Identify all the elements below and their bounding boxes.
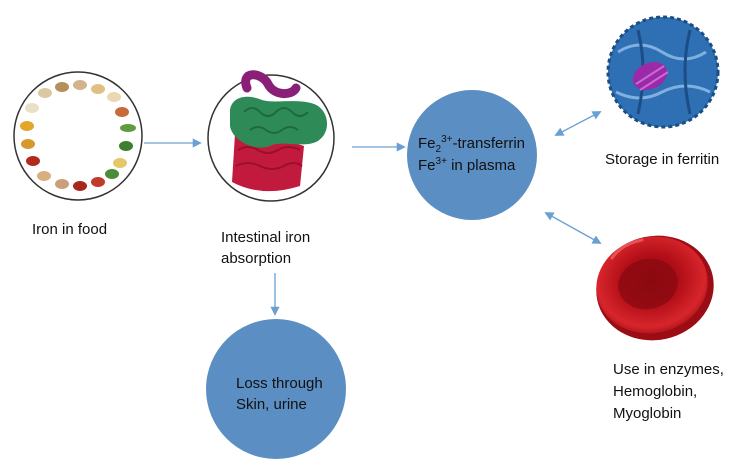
plasma-node (407, 90, 537, 220)
plasma-line1-fe: Fe (418, 135, 436, 152)
plasma-line2-rest: in plasma (446, 157, 516, 174)
plasma-label-line2: Fe3+ in plasma (418, 152, 515, 176)
arrow-plasma-use (544, 212, 602, 244)
plasma-line1-sub: 2 (435, 144, 442, 155)
red-blood-cell-icon (596, 235, 714, 341)
arrow-plasma-ferritin (554, 111, 602, 136)
use-label-line2: Hemoglobin, (613, 383, 698, 400)
plasma-line2-fe: Fe (418, 157, 436, 174)
loss-node (206, 319, 346, 459)
food-items-icon (20, 80, 136, 191)
ferritin-icon (606, 15, 720, 129)
plasma-line1-rest: -transferrin (452, 135, 526, 152)
food-circle (13, 71, 143, 201)
loss-label-line2: Skin, urine (236, 396, 307, 413)
food-label: Iron in food (32, 221, 108, 238)
intestine-label-line2: absorption (221, 250, 292, 267)
intestine-circle (207, 70, 335, 202)
intestine-icon (230, 70, 328, 192)
use-label-line3: Myoglobin (613, 405, 682, 422)
plasma-line1-sup: 3+ (441, 134, 453, 145)
ferritin-label: Storage in ferritin (605, 151, 720, 168)
loss-label-line1: Loss through (236, 375, 323, 392)
use-label-line1: Use in enzymes, (613, 361, 724, 378)
plasma-label-line1: Fe23+-transferrin (418, 130, 525, 160)
plasma-line2-sup: 3+ (435, 156, 447, 167)
intestine-label-line1: Intestinal iron (221, 229, 311, 246)
